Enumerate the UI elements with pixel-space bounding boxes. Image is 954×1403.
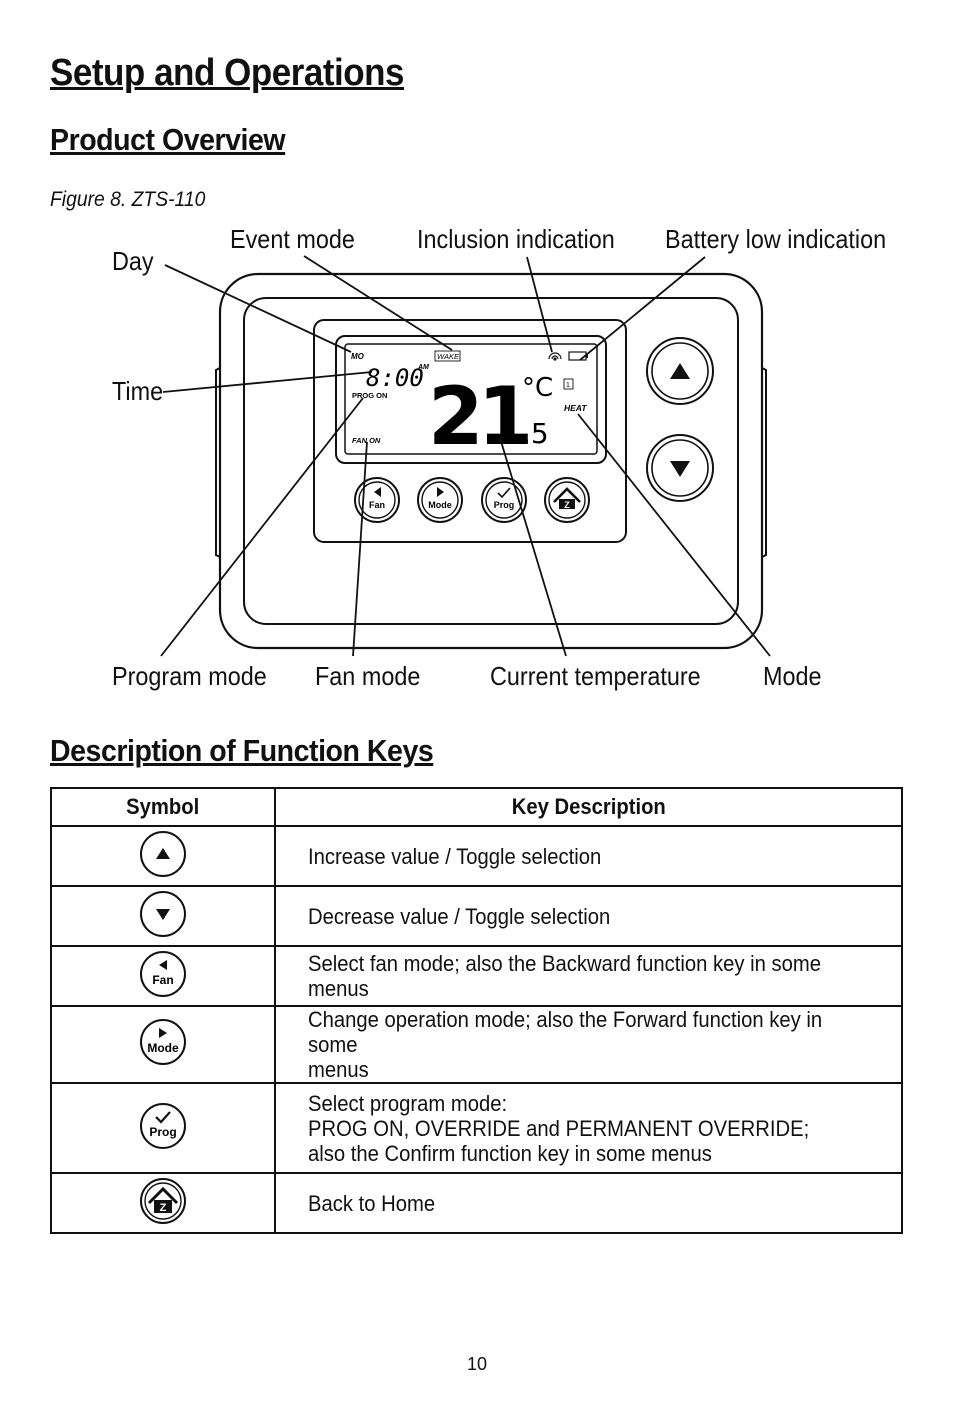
table-row: Fan Select fan mode; also the Backward f… (50, 945, 903, 1007)
prog-button[interactable]: Prog (481, 477, 527, 523)
callout-current-temp: Current temperature (490, 661, 701, 691)
leader-lines (160, 255, 771, 657)
table-header-row: Symbol Key Description (50, 787, 903, 827)
fan-key-icon: Fan (140, 950, 186, 997)
svg-text:Prog: Prog (149, 1125, 176, 1139)
svg-text:Prog: Prog (494, 500, 515, 510)
down-arrow-icon (140, 890, 186, 937)
lcd-indicator: 1 (566, 382, 570, 389)
lcd-time: 8:00 (366, 364, 424, 392)
down-button[interactable] (646, 434, 714, 502)
row-description-line: Change operation mode; also the Forward … (308, 1007, 823, 1057)
lcd-fan: FAN ON (352, 436, 381, 445)
lcd-temp-int: 21 (428, 370, 529, 463)
thermostat-inner-shell (243, 297, 739, 625)
table-row: Decrease value / Toggle selection (50, 885, 903, 947)
lcd-ampm: AM (417, 364, 429, 371)
callout-program-mode: Program mode (112, 661, 267, 691)
function-keys-table: Symbol Key Description Increase value / … (50, 787, 903, 1234)
figure-caption: Figure 8. ZTS-110 (50, 188, 206, 211)
lcd-bezel (335, 335, 607, 464)
thermostat-face-panel (313, 319, 627, 543)
thermostat-figure: MO WAKE 8:00 AM PROG ON FAN ON 21 °C .5 … (160, 255, 771, 657)
lcd-screen (344, 343, 598, 455)
lcd-temp-unit: °C (522, 373, 553, 403)
lcd-temp-dec: .5 (522, 417, 549, 450)
svg-text:Fan: Fan (369, 500, 385, 510)
section-heading-function-keys: Description of Function Keys (50, 733, 434, 768)
row-description: Increase value / Toggle selection (308, 843, 602, 869)
up-button[interactable] (646, 337, 714, 405)
svg-text:Fan: Fan (152, 973, 173, 987)
lcd-event: WAKE (437, 352, 460, 361)
callout-fan-mode: Fan mode (315, 661, 421, 691)
mode-key-icon: Mode (140, 1019, 186, 1065)
section-heading-product-overview: Product Overview (50, 122, 286, 157)
fan-button[interactable]: Fan (354, 477, 400, 523)
callout-time: Time (112, 376, 164, 406)
table-row: Z Back to Home (50, 1172, 903, 1234)
callout-day: Day (112, 246, 154, 276)
home-key-icon: Z (140, 1177, 186, 1224)
row-description-line: also the Confirm function key in some me… (308, 1140, 712, 1166)
inclusion-icon (548, 352, 562, 361)
mode-button[interactable]: Mode (417, 477, 463, 523)
table-header-description: Key Description (274, 787, 903, 827)
row-description: Back to Home (308, 1190, 436, 1216)
table-row: Increase value / Toggle selection (50, 825, 903, 887)
prog-key-icon: Prog (140, 1102, 186, 1149)
row-description-line: Select program mode: (308, 1090, 508, 1116)
svg-text:Z: Z (160, 1202, 167, 1214)
svg-text:Mode: Mode (147, 1041, 179, 1055)
table-row: Prog Select program mode: PROG ON, OVERR… (50, 1082, 903, 1174)
thermostat-outer-shell (218, 272, 764, 650)
home-button[interactable]: Z (544, 477, 590, 523)
svg-text:Z: Z (564, 500, 570, 510)
lcd-day: MO (351, 352, 365, 361)
callout-event-mode: Event mode (230, 224, 355, 254)
row-description: Decrease value / Toggle selection (308, 903, 611, 929)
up-arrow-icon (140, 830, 186, 877)
lcd-heat: HEAT (564, 403, 587, 413)
table-row: Mode Change operation mode; also the For… (50, 1005, 903, 1084)
row-description: Select fan mode; also the Backward funct… (308, 951, 822, 1001)
row-description-line: menus (308, 1057, 369, 1082)
lcd-prog: PROG ON (352, 391, 387, 400)
callout-mode: Mode (763, 661, 822, 691)
table-header-symbol: Symbol (50, 787, 276, 827)
page-title: Setup and Operations (50, 52, 405, 94)
callout-inclusion: Inclusion indication (417, 224, 615, 254)
page-number: 10 (466, 1354, 488, 1374)
callout-battery: Battery low indication (665, 224, 887, 254)
svg-text:Mode: Mode (428, 500, 452, 510)
row-description-line: PROG ON, OVERRIDE and PERMANENT OVERRIDE… (308, 1115, 810, 1141)
